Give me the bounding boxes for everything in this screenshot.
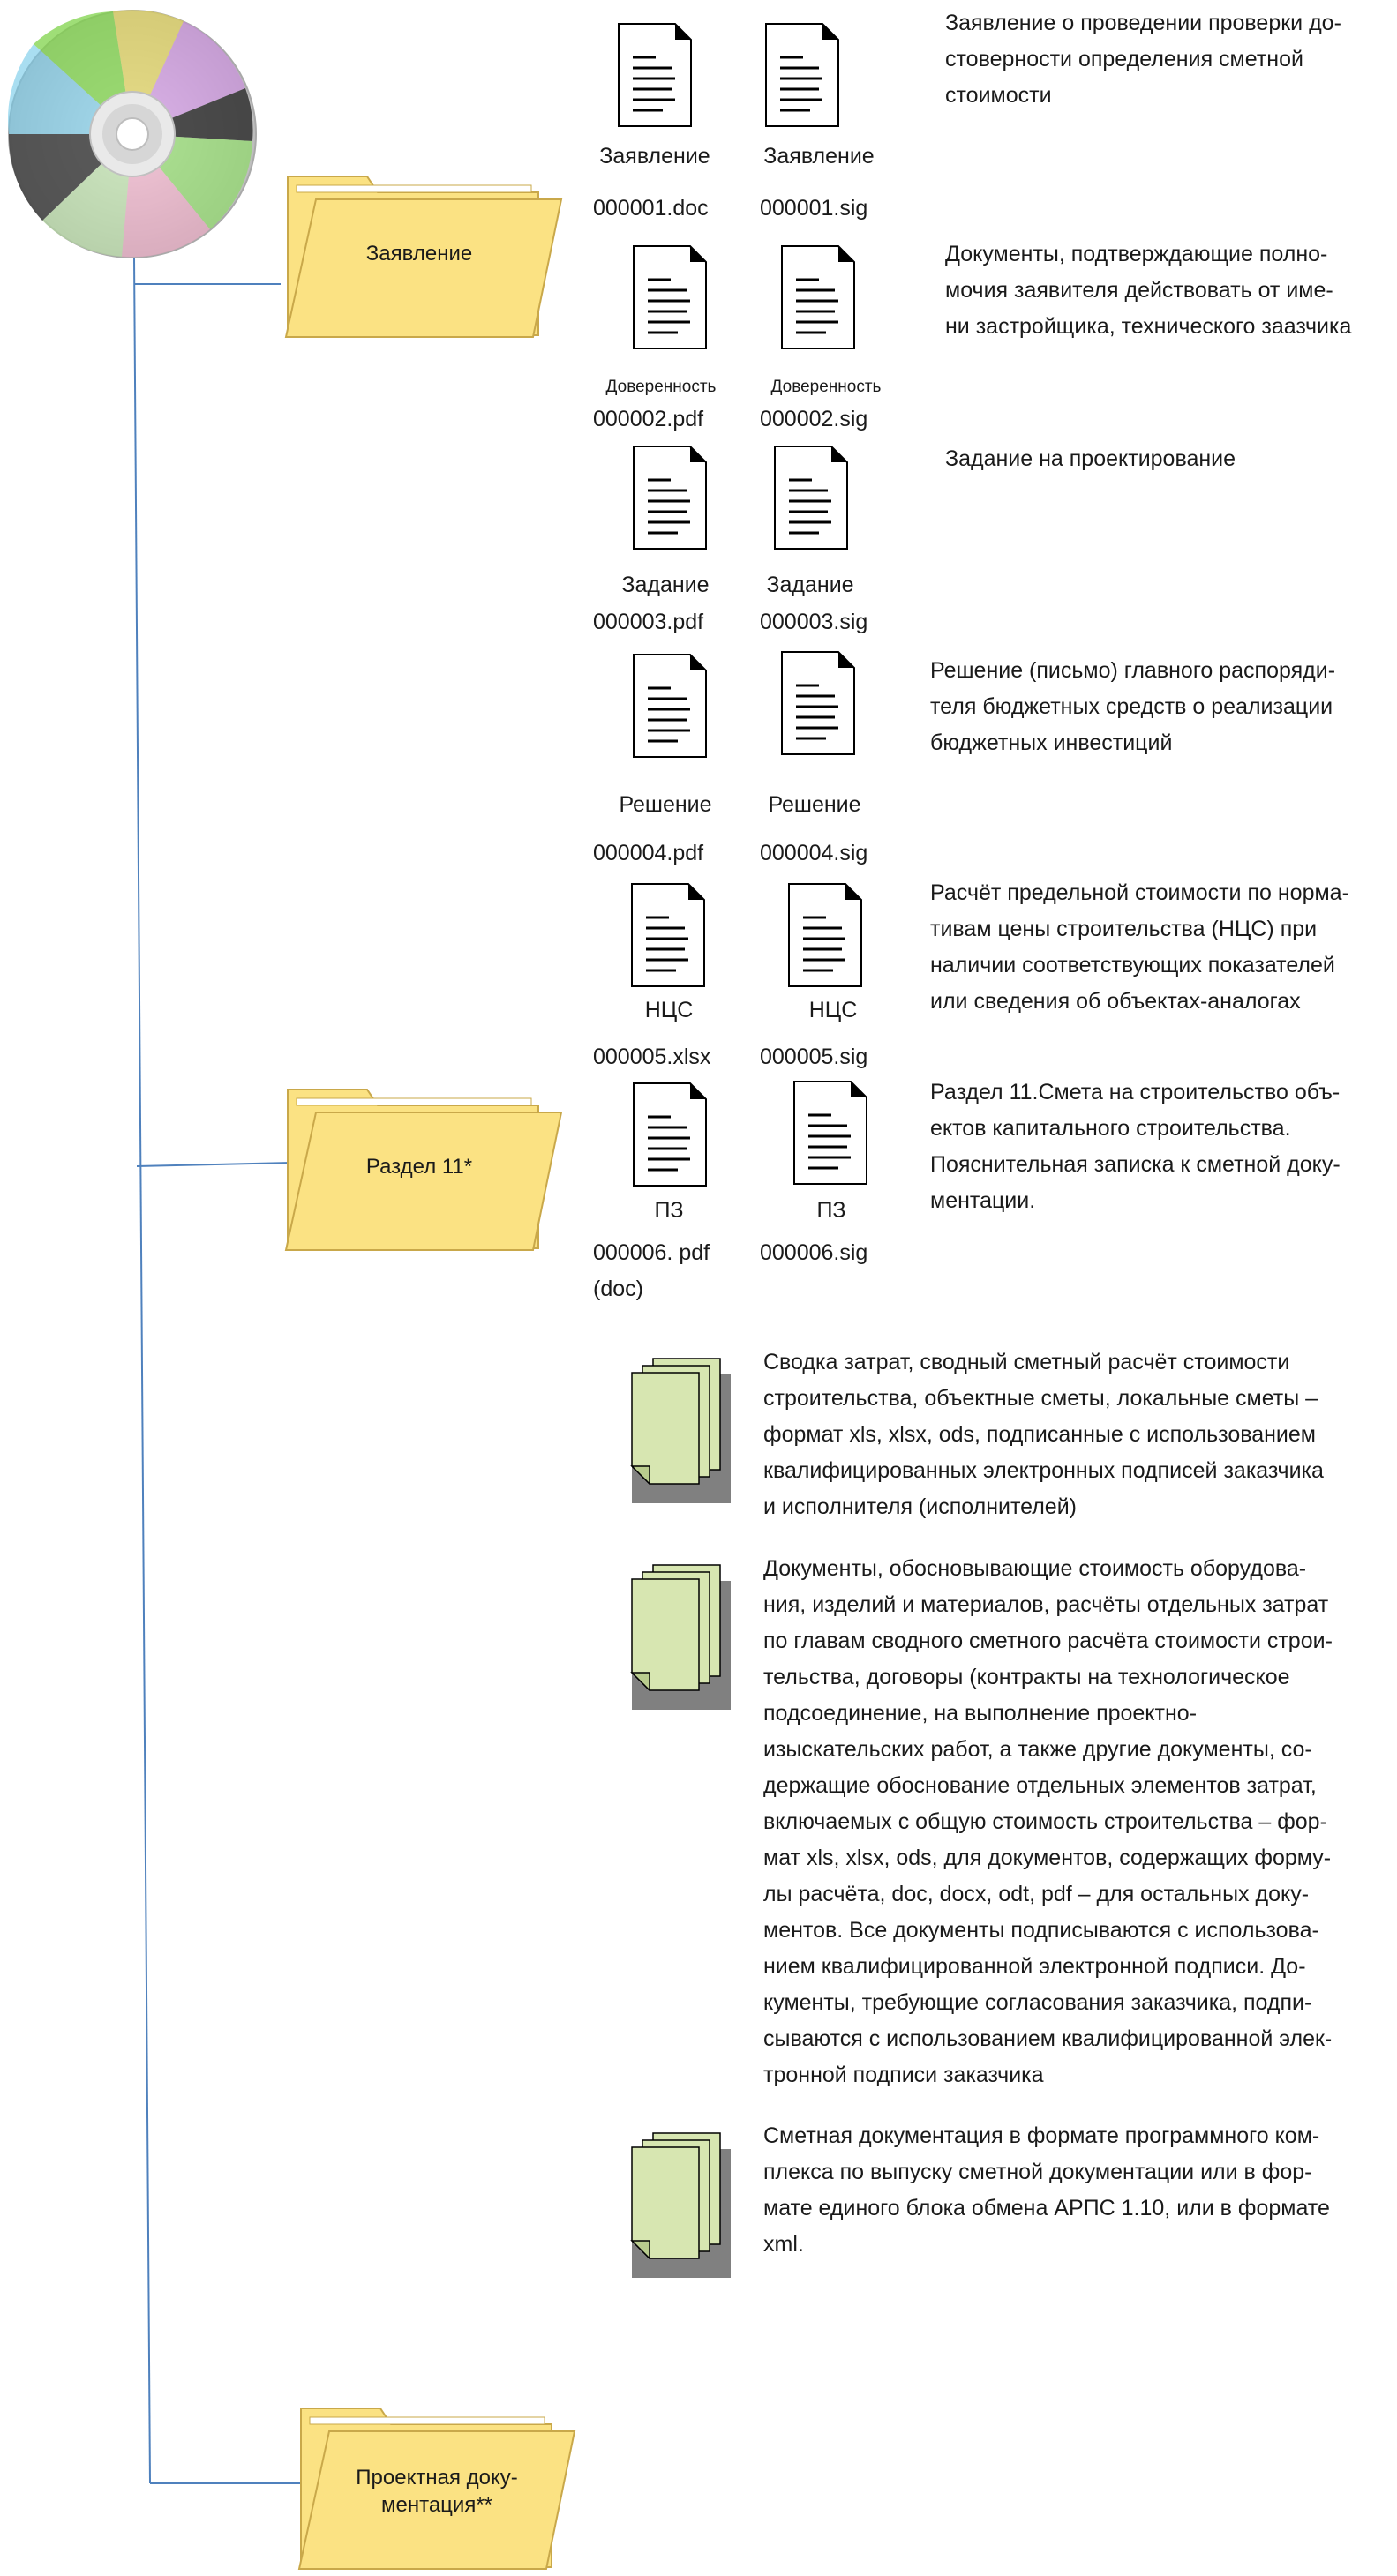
description-text: Задание на проектирование [945,446,1236,471]
folder-label-proekt: Проектная доку- ментация** [356,2466,518,2517]
file-id: 000004.pdf [593,841,704,865]
group-description: Сводка затрат, сводный сметный расчёт ст… [763,1350,1324,1519]
file-id: 000003.pdf [593,610,704,634]
document-icon[interactable] [780,244,856,350]
file-id: 000004.sig [760,841,868,865]
folder-label-zayavlenie: Заявление [365,242,473,266]
description-text: Раздел 11.Смета на строительство объ- ек… [930,1080,1341,1213]
document-icon[interactable] [787,882,863,988]
file-name: Задание [766,573,854,597]
document-icon[interactable] [632,1082,708,1187]
description-text: Заявление о проведении проверки до- стов… [945,11,1341,108]
document-icon[interactable] [617,22,693,128]
file-id: 000003.sig [760,610,868,634]
folder-icon-razdel11[interactable] [281,1074,563,1257]
cd-disc-icon [7,9,258,259]
file-id: 000006.sig [760,1240,868,1265]
file-name: Решение [768,792,861,817]
file-name: Доверенность [605,378,717,396]
document-stack-icon[interactable] [618,2131,732,2281]
group-description: Документы, обосновывающие стоимость обор… [763,1556,1333,2087]
file-id: 000006. pdf (doc) [593,1240,710,1301]
file-name: Доверенность [770,378,882,396]
file-name: Решение [619,792,712,817]
file-id: 000005.sig [760,1045,868,1069]
file-id: 000002.sig [760,407,868,431]
folder-icon-proekt[interactable] [294,2393,576,2570]
description-text: Решение (письмо) главного распоряди- тел… [930,658,1336,755]
file-name: ПЗ [654,1198,684,1223]
document-icon[interactable] [632,653,708,759]
document-icon[interactable] [632,445,708,550]
document-stack-icon[interactable] [618,1563,732,1713]
folder-icon-zayavlenie[interactable] [281,161,563,344]
file-id: 000001.doc [593,196,709,221]
file-name: Заявление [763,144,875,168]
file-name: Заявление [599,144,710,168]
document-icon[interactable] [632,244,708,350]
file-name: НЦС [644,998,694,1022]
description-text: Документы, подтверждающие полно- мочия з… [945,242,1352,339]
description-text: Расчёт предельной стоимости по норма- ти… [930,880,1349,1014]
tree-trunk [133,257,151,2484]
file-id: 000001.sig [760,196,868,221]
document-stack-icon[interactable] [618,1357,732,1507]
document-icon[interactable] [792,1080,868,1186]
folder-label-razdel11: Раздел 11* [365,1155,473,1179]
document-icon[interactable] [764,22,840,128]
document-icon[interactable] [780,650,856,756]
document-icon[interactable] [630,882,706,988]
group-description: Сметная документация в формате программн… [763,2123,1330,2257]
tree-branch-razdel11 [136,1162,292,1167]
file-name: НЦС [808,998,858,1022]
file-id: 000002.pdf [593,407,704,431]
file-name: ПЗ [816,1198,846,1223]
file-id: 000005.xlsx [593,1045,711,1069]
file-name: Задание [621,573,710,597]
document-icon[interactable] [773,445,849,550]
